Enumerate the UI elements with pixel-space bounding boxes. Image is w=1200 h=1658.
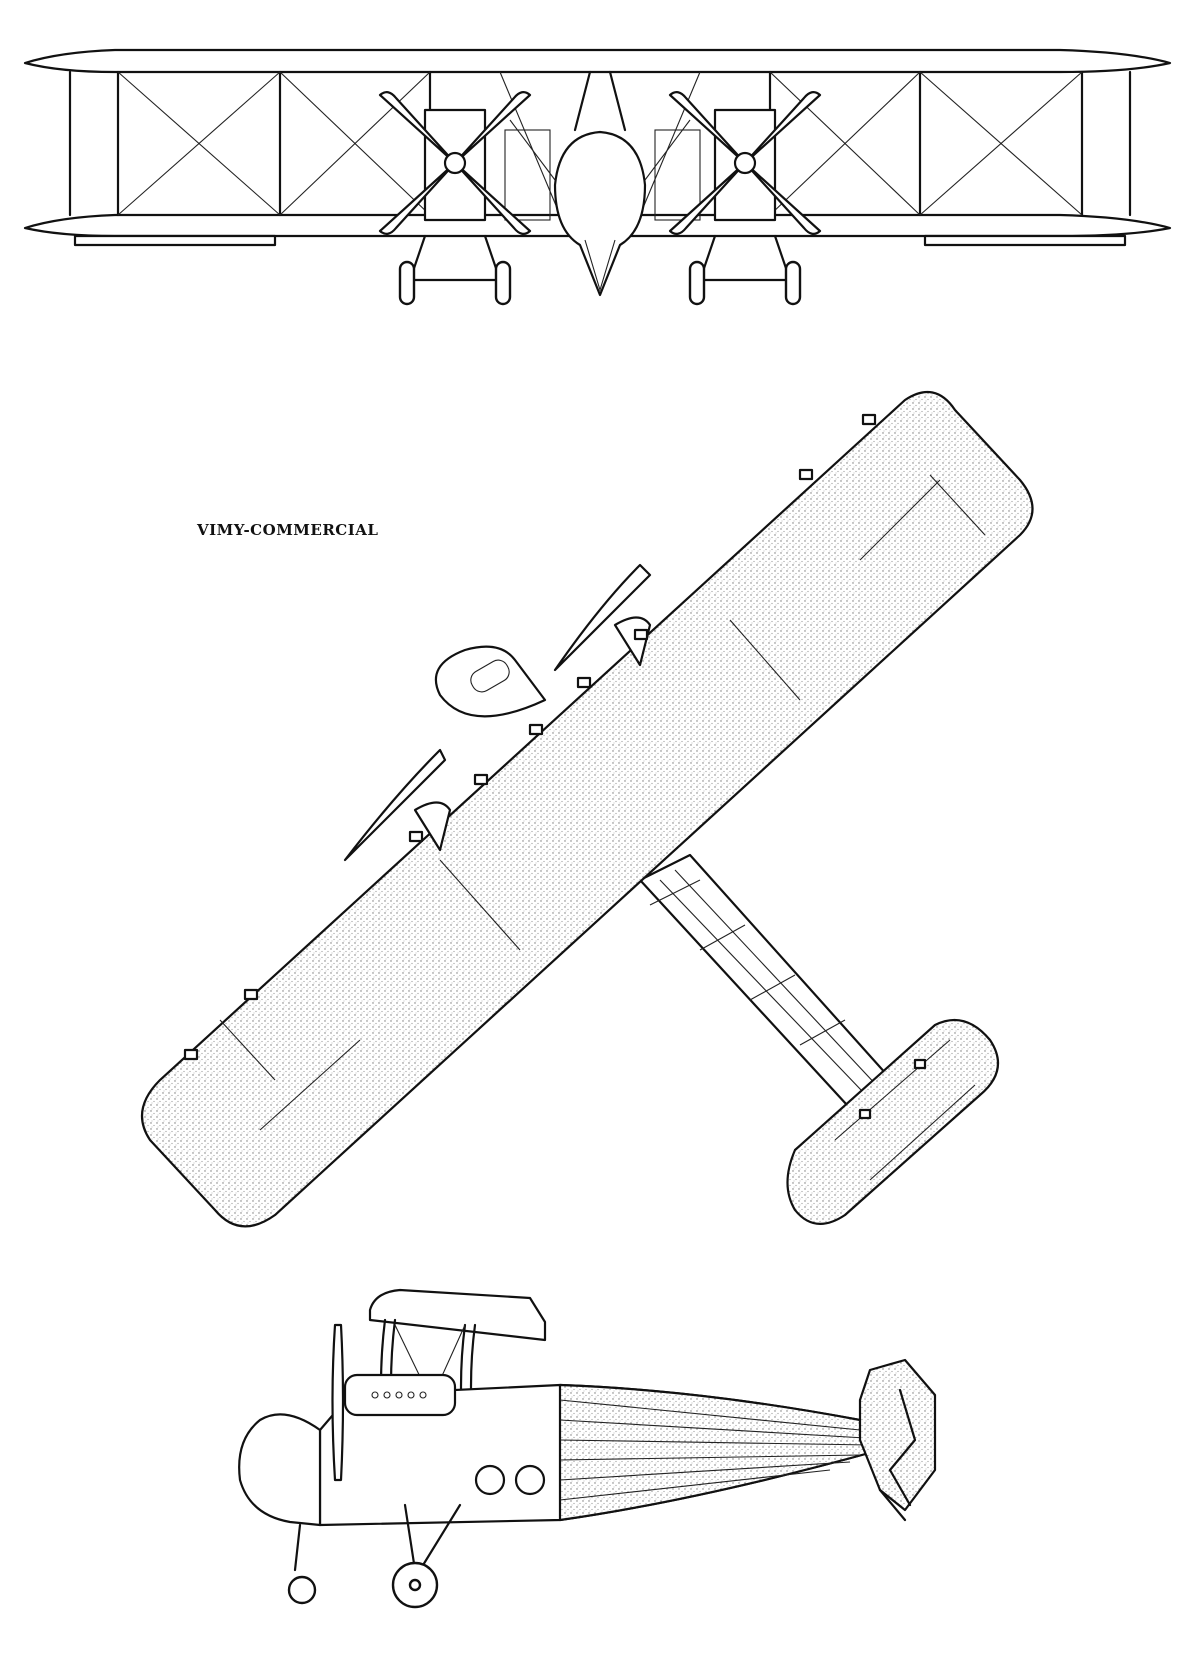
plan-tailplane bbox=[786, 1018, 1000, 1225]
side-window-2 bbox=[514, 1464, 546, 1496]
front-undercarriage-right bbox=[698, 234, 792, 282]
side-undercarriage bbox=[293, 1503, 462, 1572]
front-aileron-left bbox=[73, 234, 277, 247]
side-nose bbox=[238, 1413, 322, 1527]
plan-nose bbox=[434, 645, 547, 718]
plan-propeller-rear bbox=[553, 563, 652, 672]
front-wheels bbox=[398, 260, 802, 306]
side-fuselage-stringers bbox=[559, 1399, 871, 1501]
front-propeller-left bbox=[378, 91, 532, 235]
side-tail-skid bbox=[878, 1488, 907, 1522]
aircraft-title: VIMY-COMMERCIAL bbox=[197, 521, 379, 539]
plan-tailplane-details bbox=[834, 1039, 976, 1181]
front-bracing-wires bbox=[117, 71, 1083, 216]
front-upper-wing bbox=[23, 48, 1172, 74]
side-rudder-post bbox=[888, 1388, 917, 1507]
plan-propeller-front bbox=[343, 748, 452, 862]
front-cabane bbox=[573, 70, 627, 132]
front-undercarriage-left bbox=[408, 234, 502, 282]
side-exhaust bbox=[371, 1391, 427, 1399]
front-aileron-right bbox=[923, 234, 1127, 247]
front-radiator-left bbox=[504, 129, 551, 221]
side-main-wheel-hub bbox=[408, 1578, 422, 1592]
side-fin-rudder bbox=[858, 1358, 937, 1512]
front-propeller-right bbox=[668, 91, 822, 235]
plan-wing-panel-lines bbox=[219, 474, 986, 1131]
front-view bbox=[23, 48, 1172, 306]
plan-main-wing bbox=[140, 390, 1034, 1228]
side-view bbox=[238, 1288, 937, 1609]
side-upper-wing bbox=[368, 1288, 547, 1342]
plan-cockpit bbox=[470, 659, 510, 693]
side-nose-wheel bbox=[287, 1575, 317, 1605]
front-fuselage bbox=[553, 130, 647, 297]
side-window-1 bbox=[474, 1464, 506, 1496]
front-radiator-right bbox=[654, 129, 701, 221]
plan-strut-markers bbox=[183, 413, 927, 1120]
plan-view bbox=[140, 390, 1034, 1228]
side-engine bbox=[343, 1373, 457, 1417]
side-propeller bbox=[331, 1323, 345, 1482]
front-nose-skid bbox=[584, 239, 616, 292]
plan-fuselage-frames bbox=[649, 869, 896, 1116]
